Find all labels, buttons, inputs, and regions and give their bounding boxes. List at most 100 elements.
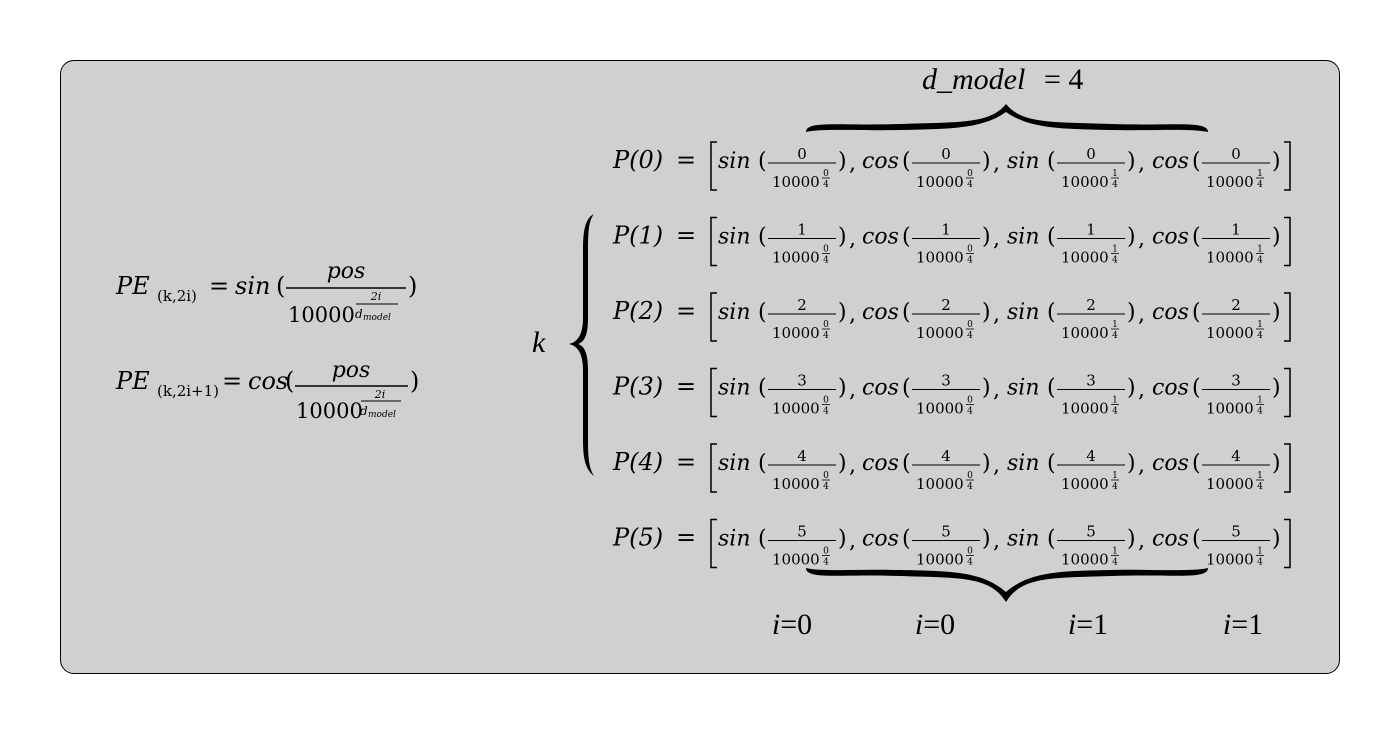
term-exp-den: 4 — [1257, 558, 1263, 568]
term-exp-den: 4 — [1112, 407, 1118, 417]
term-fn: cos — [862, 300, 899, 325]
term-close-paren: ) — [1272, 376, 1281, 401]
term-comma: , — [993, 378, 1000, 403]
term-fn: sin — [1007, 451, 1040, 476]
term-exp-num: 0 — [823, 396, 829, 406]
formula-even-base: 10000 — [288, 303, 355, 327]
formula-odd: PE (k,2i+1) = cos ( pos 10000 2i d model… — [115, 358, 419, 423]
term-exp-den: 4 — [967, 180, 973, 190]
i-label: i=0 — [772, 608, 812, 641]
term-close-paren: ) — [1272, 225, 1281, 250]
row-equals: = — [676, 524, 696, 552]
row-label: P(0) — [612, 146, 663, 174]
formula-odd-exp-num: 2i — [374, 388, 386, 401]
term-close-paren: ) — [838, 300, 847, 325]
term-exp-num: 0 — [967, 396, 973, 406]
formula-even-numerator: pos — [327, 259, 366, 284]
term-base: 10000 — [916, 324, 964, 342]
term-exp-den: 4 — [823, 331, 829, 341]
term-exp-den: 4 — [1112, 558, 1118, 568]
k-label: k — [532, 326, 546, 359]
term-open-paren: ( — [1047, 149, 1056, 174]
term-fn: sin — [718, 149, 751, 174]
top-curly-brace — [806, 104, 1208, 132]
term-exp-den: 4 — [967, 256, 973, 266]
term-comma: , — [1138, 227, 1145, 252]
term-exp-den: 4 — [1257, 331, 1263, 341]
term-numerator: 0 — [941, 145, 951, 163]
term-exp-den: 4 — [823, 407, 829, 417]
row-label: P(3) — [612, 373, 663, 401]
term-base: 10000 — [1061, 475, 1109, 493]
term-fn: cos — [862, 225, 899, 250]
term-base: 10000 — [1206, 400, 1254, 418]
term-numerator: 2 — [1086, 296, 1096, 314]
term-base: 10000 — [916, 475, 964, 493]
term-fn: sin — [718, 300, 751, 325]
term-exp-den: 4 — [823, 558, 829, 568]
formula-odd-exp-den-sub: model — [368, 410, 396, 420]
left-bracket — [710, 292, 717, 342]
formula-odd-subscript: (k,2i+1) — [157, 382, 219, 400]
formula-odd-equals: = — [222, 367, 242, 395]
term-comma: , — [993, 227, 1000, 252]
term-exp-den: 4 — [1112, 331, 1118, 341]
term-close-paren: ) — [982, 149, 991, 174]
term-fn: cos — [862, 527, 899, 552]
term-close-paren: ) — [1272, 149, 1281, 174]
term-comma: , — [1138, 151, 1145, 176]
term-close-paren: ) — [1272, 451, 1281, 476]
term-base: 10000 — [772, 324, 820, 342]
term-comma: , — [849, 302, 856, 327]
term-exp-num: 1 — [1257, 547, 1263, 557]
term-close-paren: ) — [1127, 225, 1136, 250]
term-exp-num: 0 — [967, 547, 973, 557]
formula-even-subscript: (k,2i) — [157, 287, 197, 305]
term-comma: , — [849, 151, 856, 176]
term-exp-num: 0 — [823, 547, 829, 557]
formula-even: PE (k,2i) = sin ( pos 10000 2i d model ) — [115, 259, 417, 327]
dmodel-label: d_model — [922, 63, 1025, 96]
term-base: 10000 — [916, 551, 964, 569]
term-base: 10000 — [1061, 400, 1109, 418]
term-exp-num: 1 — [1112, 320, 1118, 330]
term-exp-num: 0 — [967, 245, 973, 255]
term-base: 10000 — [1061, 173, 1109, 191]
term-numerator: 0 — [1231, 145, 1241, 163]
term-numerator: 1 — [941, 221, 951, 239]
term-numerator: 5 — [797, 523, 807, 541]
bottom-curly-brace — [806, 568, 1208, 602]
term-numerator: 1 — [1086, 221, 1096, 239]
term-numerator: 4 — [1231, 447, 1241, 465]
term-close-paren: ) — [982, 527, 991, 552]
row-equals: = — [676, 297, 696, 325]
term-base: 10000 — [1206, 324, 1254, 342]
term-exp-den: 4 — [1112, 482, 1118, 492]
term-close-paren: ) — [982, 300, 991, 325]
left-bracket — [710, 518, 717, 569]
term-numerator: 3 — [1231, 372, 1241, 390]
row-equals: = — [676, 146, 696, 174]
term-close-paren: ) — [1127, 527, 1136, 552]
formula-odd-lhs: PE — [115, 367, 150, 395]
term-exp-den: 4 — [1257, 256, 1263, 266]
term-exp-num: 1 — [1112, 169, 1118, 179]
row-label: P(1) — [612, 222, 663, 250]
term-close-paren: ) — [1272, 527, 1281, 552]
term-close-paren: ) — [838, 451, 847, 476]
term-open-paren: ( — [902, 225, 911, 250]
row-equals: = — [676, 448, 696, 476]
term-base: 10000 — [772, 475, 820, 493]
term-base: 10000 — [1206, 173, 1254, 191]
term-open-paren: ( — [758, 527, 767, 552]
right-bracket — [1284, 292, 1291, 342]
term-open-paren: ( — [902, 376, 911, 401]
term-exp-den: 4 — [967, 558, 973, 568]
term-exp-den: 4 — [967, 407, 973, 417]
row-equals: = — [676, 222, 696, 250]
term-exp-num: 1 — [1257, 169, 1263, 179]
term-fn: cos — [1152, 451, 1189, 476]
term-exp-num: 0 — [823, 245, 829, 255]
